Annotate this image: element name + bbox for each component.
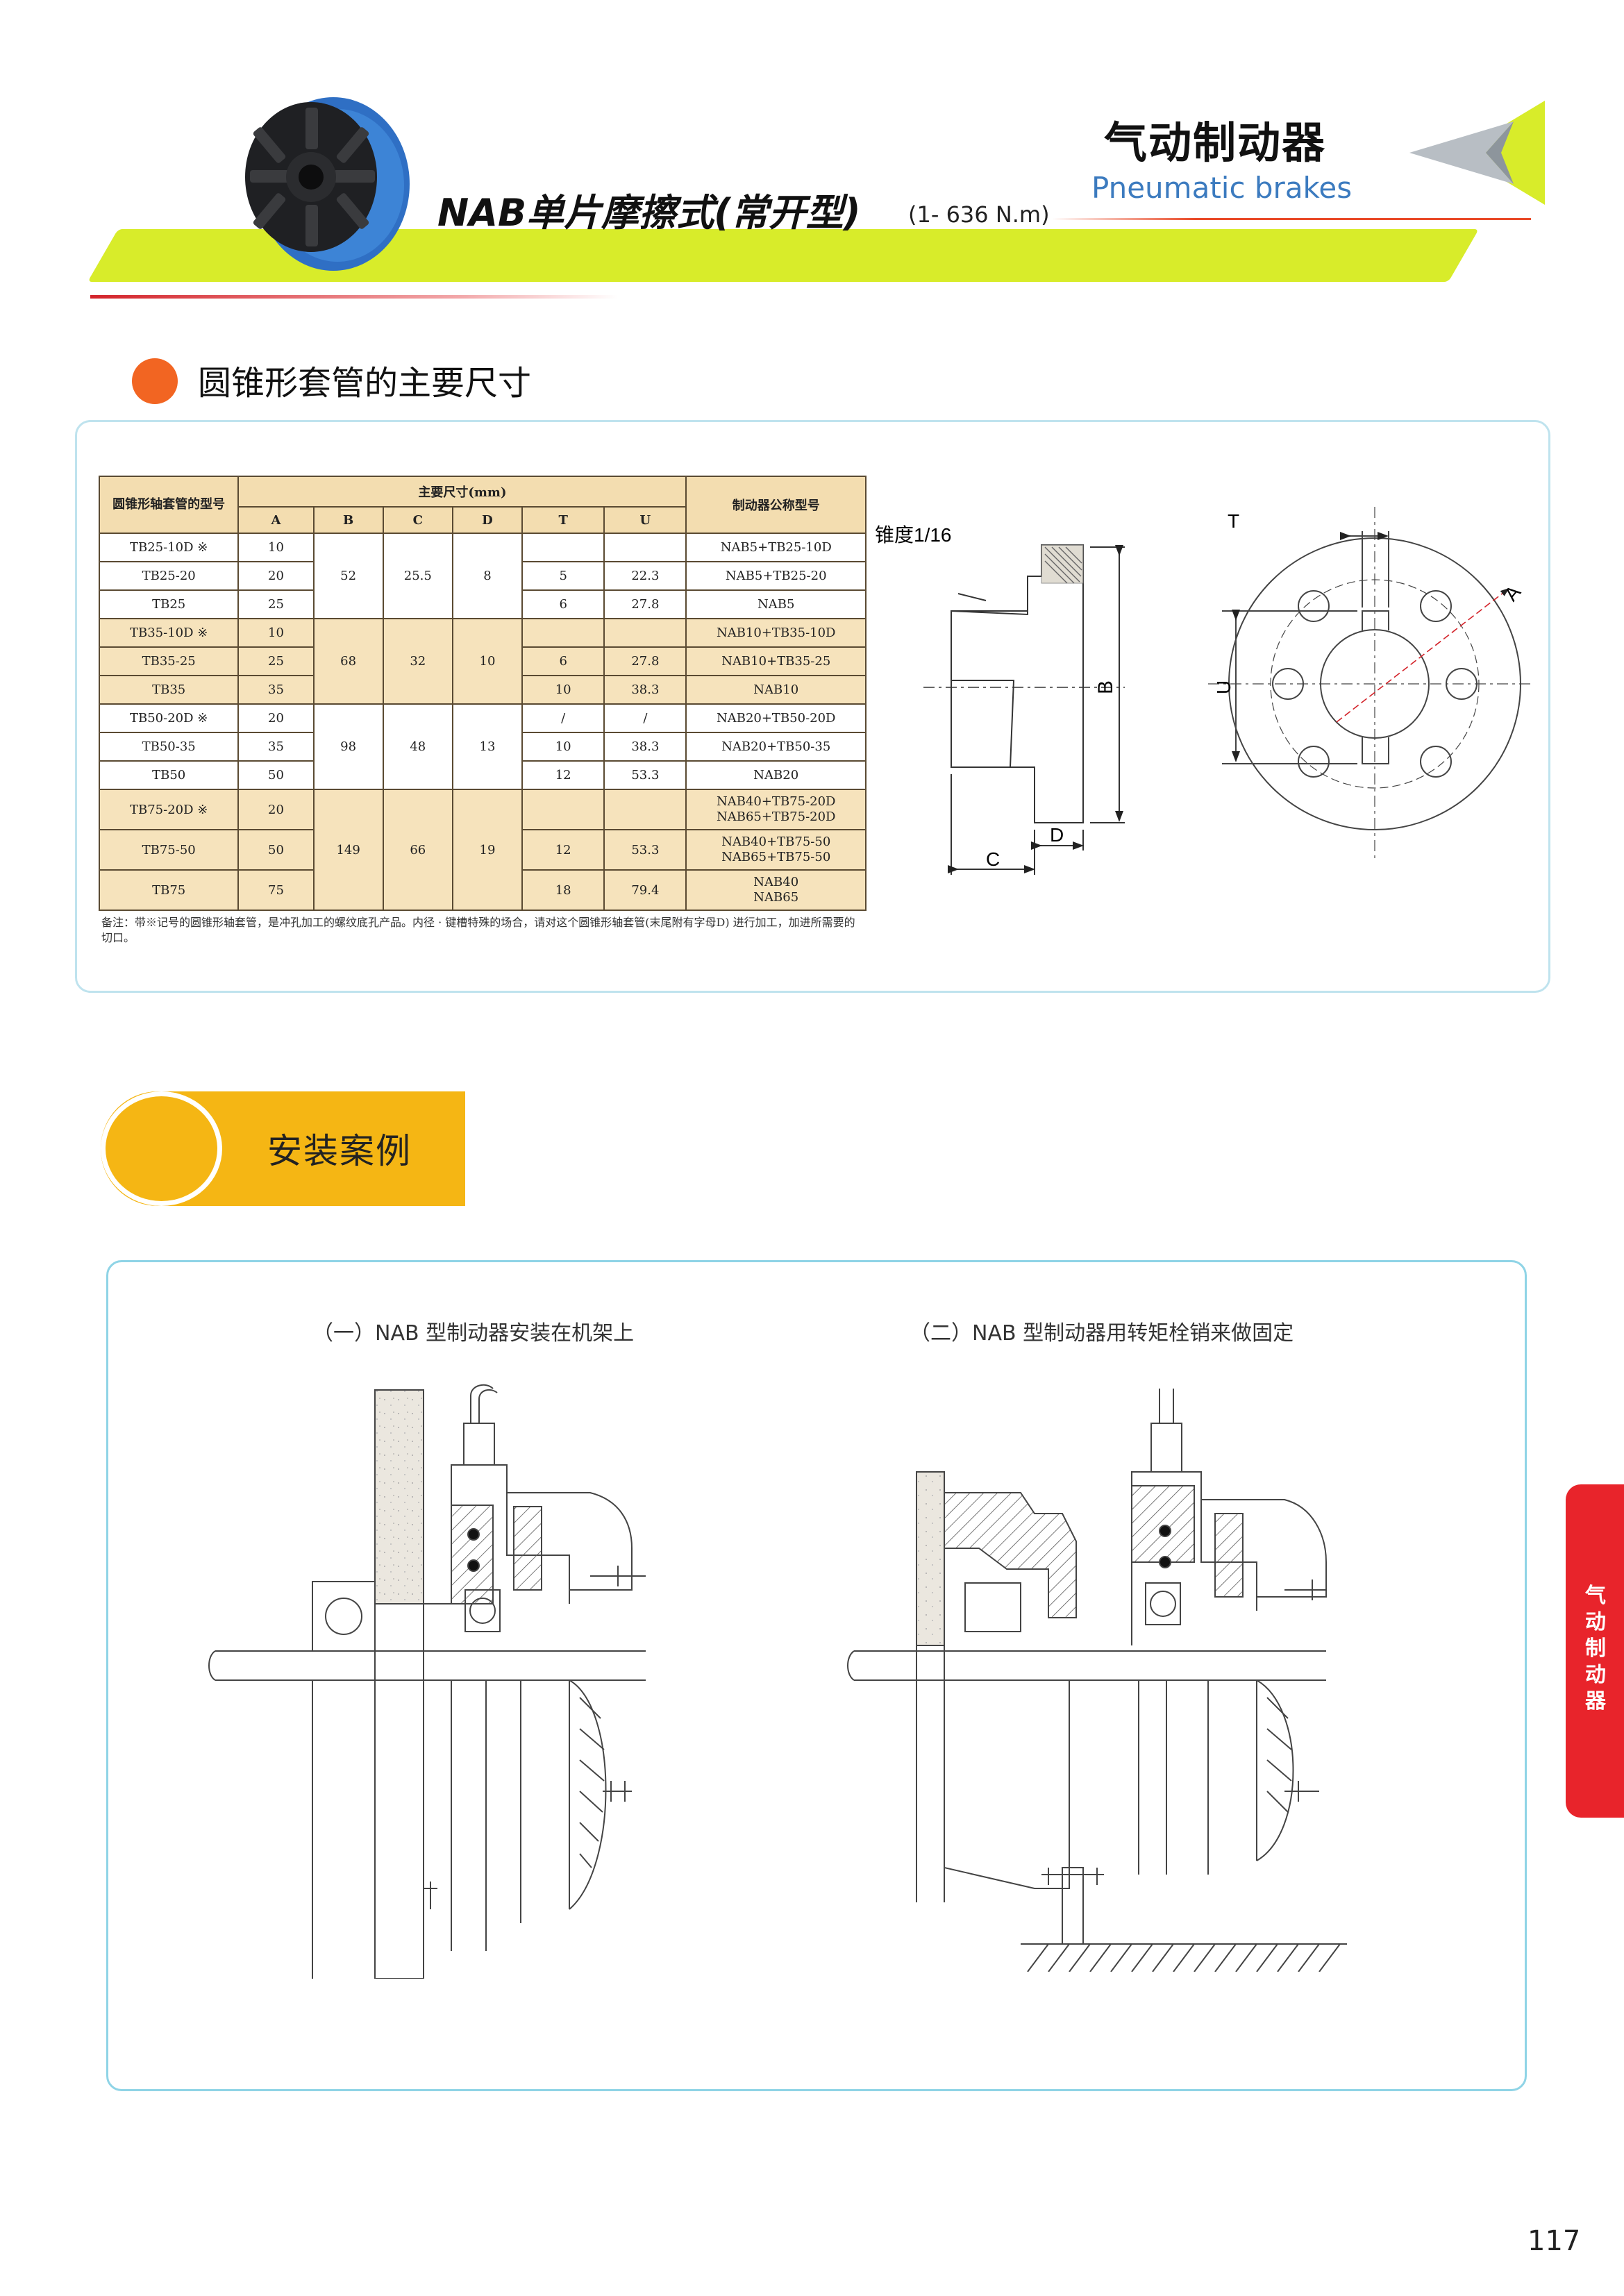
torque-range: (1- 636 N.m) bbox=[908, 201, 1050, 228]
bushing-side-section-drawing: 锥度1/16 B D C bbox=[875, 524, 1125, 875]
bushing-front-view-drawing: T U A bbox=[1208, 507, 1534, 861]
page-number: 117 bbox=[1527, 2225, 1581, 2257]
table-row: TB25 25 6 27.8 NAB5 bbox=[98, 589, 867, 619]
chevron-left-icon bbox=[1409, 101, 1545, 205]
section-title-dimensions: 圆锥形套管的主要尺寸 bbox=[198, 364, 532, 403]
caption-torque-pin-mount: （二）NAB 型制动器用转矩栓销来做固定 bbox=[910, 1321, 1294, 1346]
header-orange-rule bbox=[1052, 218, 1531, 220]
section-bullet-icon bbox=[132, 358, 178, 404]
section-title-installation: 安装案例 bbox=[267, 1131, 412, 1171]
chapter-side-tab-label: 气动制动器 bbox=[1585, 1584, 1606, 1713]
taper-bushing-spec-table: 圆锥形轴套管的型号 主要尺寸(mm) 制动器公称型号 A B C D T U T… bbox=[98, 476, 867, 911]
header-c: C bbox=[382, 506, 453, 534]
table-row: TB25-20 20 5 22.3 NAB5+TB25-20 bbox=[98, 561, 867, 591]
header-a: A bbox=[237, 506, 315, 534]
installation-examples-panel bbox=[106, 1260, 1527, 2091]
table-row: TB35-10D ※ 10 68 32 10 NAB10+TB35-10D bbox=[98, 618, 867, 705]
category-title-en: Pneumatic brakes bbox=[1091, 171, 1353, 205]
chapter-side-tab bbox=[1566, 1484, 1624, 1818]
table-row: TB50-20D ※ 20 98 48 13 / / NAB20+TB50-20… bbox=[98, 703, 867, 790]
dim-label-t: T bbox=[1228, 510, 1239, 532]
header-u: U bbox=[603, 506, 687, 534]
taper-label: 锥度1/16 bbox=[875, 524, 952, 546]
dim-label-u: U bbox=[1213, 680, 1234, 694]
header-main-dimensions: 主要尺寸(mm) bbox=[237, 476, 687, 508]
dim-label-b: B bbox=[1094, 680, 1117, 694]
header-b: B bbox=[312, 506, 384, 534]
installation-drawing-torque-pin bbox=[847, 1389, 1347, 1972]
header-model: 圆锥形轴套管的型号 bbox=[98, 476, 240, 534]
header-red-rule bbox=[90, 295, 618, 299]
table-row: TB75-20D ※ 20 149 66 19 NAB40+TB75-20D N… bbox=[98, 789, 867, 911]
table-row: TB35 35 10 38.3 NAB10 bbox=[98, 675, 867, 705]
table-footnote: 备注：带※记号的圆锥形轴套管，是冲孔加工的螺纹底孔产品。内径 · 键槽特殊的场合… bbox=[101, 916, 855, 944]
dim-label-a: A bbox=[1500, 581, 1525, 605]
header-t: T bbox=[521, 506, 605, 534]
dim-label-d: D bbox=[1050, 824, 1064, 846]
table-row: TB25-10D ※ 10 52 25.5 8 NAB5+TB25-10D bbox=[98, 533, 867, 619]
dim-label-c: C bbox=[986, 848, 1000, 870]
installation-drawing-frame-mount bbox=[208, 1384, 646, 1979]
brake-product-image bbox=[245, 97, 410, 271]
category-title-cn: 气动制动器 bbox=[1104, 117, 1327, 168]
header-d: D bbox=[451, 506, 524, 534]
product-title: NAB单片摩擦式(常开型) bbox=[437, 191, 861, 235]
caption-frame-mount: （一）NAB 型制动器安装在机架上 bbox=[312, 1321, 635, 1346]
section-banner-circle bbox=[106, 1096, 217, 1201]
header-brake-model: 制动器公称型号 bbox=[685, 476, 867, 534]
